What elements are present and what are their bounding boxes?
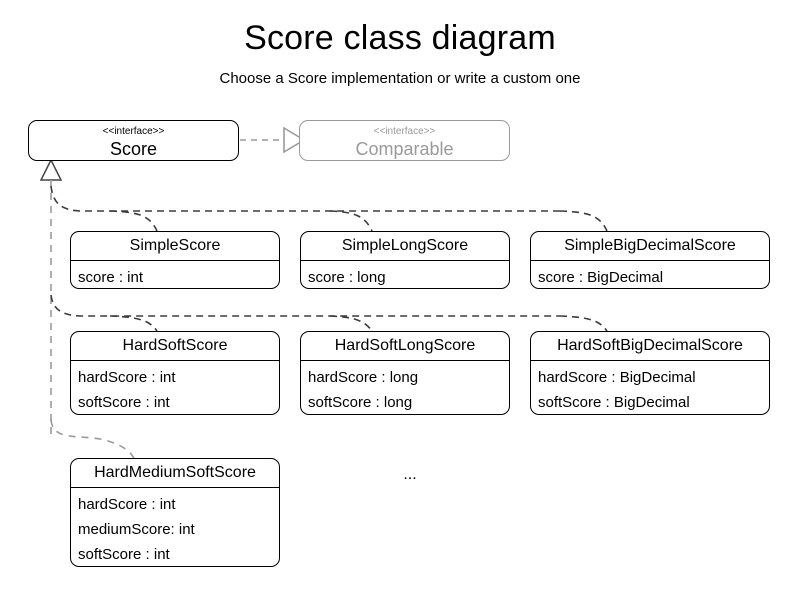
page-subtitle: Choose a Score implementation or write a… (219, 70, 581, 87)
implementation-edges-row-1 (50, 185, 608, 232)
interface-box-comparable[interactable]: <<interface>> Comparable (299, 120, 510, 161)
attribute-row: score : BigDecimal (538, 269, 664, 286)
class-attributes-simple-score: score : int (71, 261, 279, 288)
interface-name: Comparable (355, 139, 454, 159)
more-implementations-ellipsis: ... (403, 466, 417, 483)
class-name-hard-soft-score: HardSoftScore (71, 332, 279, 361)
class-name-simple-big-decimal-score: SimpleBigDecimalScore (531, 232, 769, 261)
class-box-simple-long-score[interactable]: SimpleLongScore score : long (300, 231, 510, 289)
class-attributes-simple-long-score: score : long (301, 261, 509, 288)
class-name-hard-soft-long-score: HardSoftLongScore (301, 332, 509, 361)
class-box-hard-soft-score[interactable]: HardSoftScore hardScore : int softScore … (70, 331, 280, 415)
attribute-row: hardScore : int (78, 369, 176, 386)
interface-header-score: <<interface>> Score (29, 121, 238, 160)
implementation-edges-row-2 (50, 294, 608, 332)
interface-header-comparable: <<interface>> Comparable (300, 121, 509, 160)
class-name-simple-long-score: SimpleLongScore (301, 232, 509, 261)
interface-box-score[interactable]: <<interface>> Score (28, 120, 239, 161)
attribute-row: hardScore : long (308, 369, 419, 386)
class-box-hard-soft-long-score[interactable]: HardSoftLongScore hardScore : long softS… (300, 331, 510, 415)
attribute-row: softScore : int (78, 394, 170, 411)
class-attributes-simple-big-decimal-score: score : BigDecimal (531, 261, 769, 288)
edge-score-to-comparable (240, 126, 306, 154)
attribute-row: softScore : int (78, 546, 170, 563)
class-box-hard-medium-soft-score[interactable]: HardMediumSoftScore hardScore : int medi… (70, 458, 280, 567)
class-name-hard-medium-soft-score: HardMediumSoftScore (71, 459, 279, 488)
class-attributes-hard-medium-soft-score: hardScore : int mediumScore: int softSco… (71, 488, 279, 566)
interface-name: Score (109, 139, 158, 159)
class-attributes-hard-soft-big-decimal-score: hardScore : BigDecimal softScore : BigDe… (531, 361, 769, 414)
class-name-simple-score: SimpleScore (71, 232, 279, 261)
class-name-hard-soft-big-decimal-score: HardSoftBigDecimalScore (531, 332, 769, 361)
class-box-simple-big-decimal-score[interactable]: SimpleBigDecimalScore score : BigDecimal (530, 231, 770, 289)
implementation-edge-hard-medium-soft (50, 419, 135, 459)
stereotype-label: <<interface>> (373, 126, 436, 137)
attribute-row: score : long (308, 269, 386, 286)
class-box-hard-soft-big-decimal-score[interactable]: HardSoftBigDecimalScore hardScore : BigD… (530, 331, 770, 415)
attribute-row: hardScore : BigDecimal (538, 369, 696, 386)
page-title: Score class diagram (244, 19, 556, 57)
stereotype-label: <<interface>> (102, 126, 165, 137)
attribute-row: softScore : BigDecimal (538, 394, 690, 411)
class-attributes-hard-soft-long-score: hardScore : long softScore : long (301, 361, 509, 414)
generalization-triangle (39, 158, 63, 181)
attribute-row: hardScore : int (78, 496, 176, 513)
attribute-row: mediumScore: int (78, 521, 195, 538)
attribute-row: softScore : long (308, 394, 413, 411)
attribute-row: score : int (78, 269, 144, 286)
class-attributes-hard-soft-score: hardScore : int softScore : int (71, 361, 279, 414)
class-box-simple-score[interactable]: SimpleScore score : int (70, 231, 280, 289)
